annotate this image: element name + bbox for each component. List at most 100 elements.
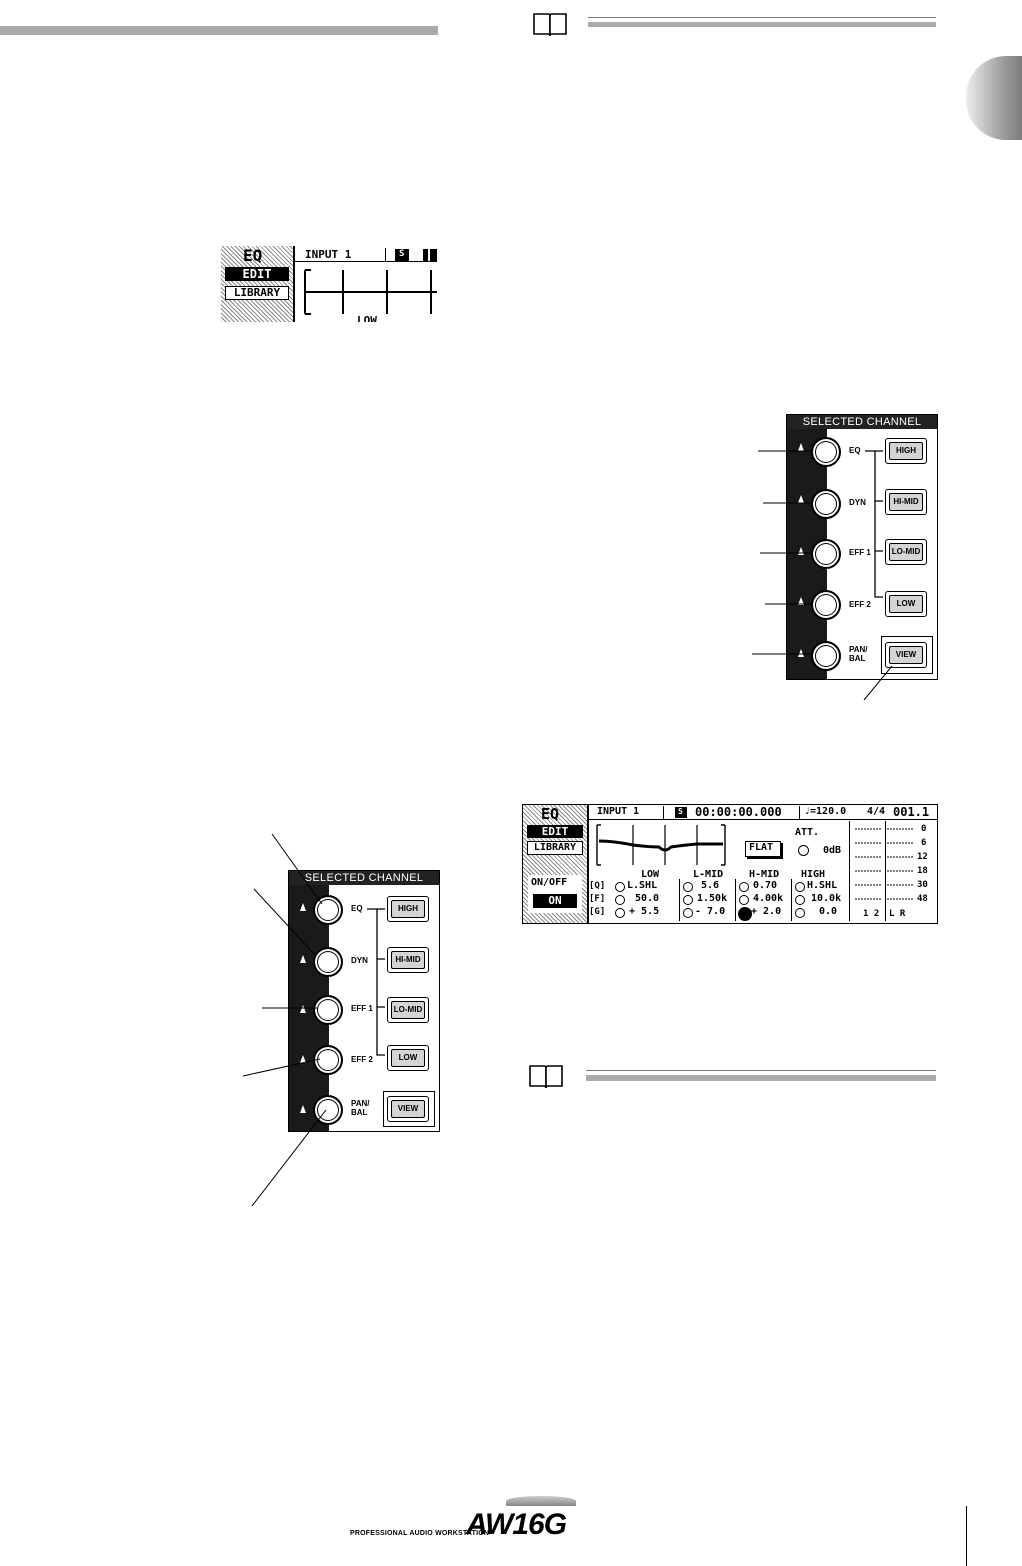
lmid-q: 5.6 (701, 880, 720, 891)
page-edge-rule (966, 1506, 967, 1566)
meter-scale-18: 18 (917, 866, 928, 876)
meter-scale-30: 30 (917, 880, 928, 890)
high-button[interactable]: HIGH (885, 438, 927, 464)
scene-icon (395, 249, 409, 261)
view-button[interactable]: VIEW (387, 1096, 429, 1122)
high-g: 0.0 (819, 906, 838, 917)
lo-mid-button[interactable]: LO-MID (387, 997, 429, 1023)
eq-knob[interactable] (811, 437, 841, 467)
library-tab[interactable]: LIBRARY (225, 286, 289, 300)
led-icon (300, 955, 306, 963)
eff2-knob[interactable] (811, 590, 841, 620)
edit-tab[interactable]: EDIT (225, 267, 289, 281)
knob-icon (615, 882, 625, 892)
band-name-low: LOW (641, 869, 660, 880)
meter-scale-0: 0 (921, 824, 927, 834)
footer-logo: AW16G (466, 1508, 567, 1541)
knob-icon (739, 895, 749, 905)
knob-label-eff2: EFF 2 (351, 1055, 373, 1064)
high-button[interactable]: HIGH (387, 896, 429, 922)
lcd-title: EQ (541, 805, 560, 823)
note-book-icon (532, 10, 568, 43)
knob-label-eff1: EFF 1 (849, 548, 871, 557)
row-label-q: [Q] (589, 881, 606, 891)
knob-label-dyn: DYN (849, 498, 866, 507)
hmid-g: + 2.0 (751, 906, 782, 917)
hi-mid-button[interactable]: HI-MID (885, 489, 927, 515)
dyn-knob[interactable] (313, 947, 343, 977)
edit-tab[interactable]: EDIT (527, 825, 583, 838)
low-button[interactable]: LOW (885, 591, 927, 617)
eq-knob[interactable] (313, 895, 343, 925)
meter-scale-48: 48 (917, 894, 928, 904)
knob-icon (683, 895, 693, 905)
knob-icon (795, 882, 805, 892)
hmid-f: 4.00k (753, 893, 784, 904)
eff1-knob[interactable] (811, 539, 841, 569)
led-icon (300, 903, 306, 911)
note-book-icon (528, 1062, 564, 1095)
chapter-tab (966, 56, 1022, 140)
row-label-g: [G] (589, 907, 606, 917)
band-name-high: HIGH (801, 869, 826, 880)
low-q: L.SHL (627, 880, 658, 891)
band-name-lmid: L-MID (693, 869, 724, 880)
hi-mid-button[interactable]: HI-MID (387, 947, 429, 973)
onoff-label: ON/OFF (531, 877, 568, 888)
panel-header: SELECTED CHANNEL (787, 415, 937, 429)
panel-header: SELECTED CHANNEL (289, 871, 439, 885)
lcd-divider (385, 248, 386, 261)
row-label-f: [F] (589, 894, 606, 904)
lcd-title: EQ (243, 246, 263, 265)
led-icon (300, 1005, 306, 1013)
meter-scale-12: 12 (917, 852, 928, 862)
pan-bal-knob[interactable] (811, 641, 841, 671)
knob-icon (795, 908, 805, 918)
led-icon (300, 1105, 306, 1113)
led-icon (798, 597, 804, 605)
eff1-knob[interactable] (313, 995, 343, 1025)
dyn-knob[interactable] (811, 489, 841, 519)
knob-label-eff2: EFF 2 (849, 600, 871, 609)
eq-lcd-large: EQ EDIT LIBRARY ON/OFF ON INPUT 1 S 00:0… (522, 804, 938, 924)
lcd-input-label: INPUT 1 (305, 248, 352, 261)
view-button[interactable]: VIEW (885, 642, 927, 668)
flat-button[interactable] (745, 841, 781, 857)
meter-display: 4/4 (867, 806, 886, 817)
band-low-label-partial: LOW (357, 314, 377, 322)
measure-display: 001.1 (893, 805, 930, 819)
eq-band-bracket (865, 450, 883, 598)
library-tab[interactable]: LIBRARY (527, 841, 583, 855)
knob-label-dyn: DYN (351, 956, 368, 965)
time-counter: 00:00:00.000 (695, 805, 782, 819)
led-icon (798, 495, 804, 503)
scene-icon-label: S (399, 249, 405, 259)
knob-icon-selected (738, 907, 752, 921)
att-label: ATT. (795, 827, 820, 838)
knob-icon (615, 895, 625, 905)
led-icon (798, 547, 804, 555)
note-rule-top (586, 1070, 936, 1071)
note-rule-top (588, 17, 936, 18)
lcd-header-rule (589, 819, 937, 820)
flat-label: FLAT (749, 842, 774, 853)
knob-icon (683, 882, 693, 892)
scene-icon-label: S (678, 807, 683, 816)
lo-mid-button[interactable]: LO-MID (885, 539, 927, 565)
knob-label-pan-bal: PAN/ BAL (849, 645, 868, 663)
note-rule-bottom (586, 1075, 936, 1081)
lmid-g: - 7.0 (695, 906, 726, 917)
lcd-blocks (423, 249, 428, 261)
eq-response-graph (596, 824, 726, 866)
low-button[interactable]: LOW (387, 1045, 429, 1071)
onoff-button[interactable]: ON (533, 894, 577, 908)
footer-tagline: PROFESSIONAL AUDIO WORKSTATION (350, 1530, 490, 1537)
view-frame (383, 1091, 435, 1127)
meter-channel-labels: 1 2 (863, 909, 880, 919)
selected-channel-panel-left: SELECTED CHANNEL EQ DYN EFF 1 EFF 2 PAN/… (288, 870, 440, 1132)
band-name-hmid: H-MID (749, 869, 780, 880)
footer-logo-swoosh (506, 1496, 576, 1506)
knob-icon (795, 895, 805, 905)
eff2-knob[interactable] (313, 1045, 343, 1075)
knob-label-eq: EQ (849, 446, 861, 455)
